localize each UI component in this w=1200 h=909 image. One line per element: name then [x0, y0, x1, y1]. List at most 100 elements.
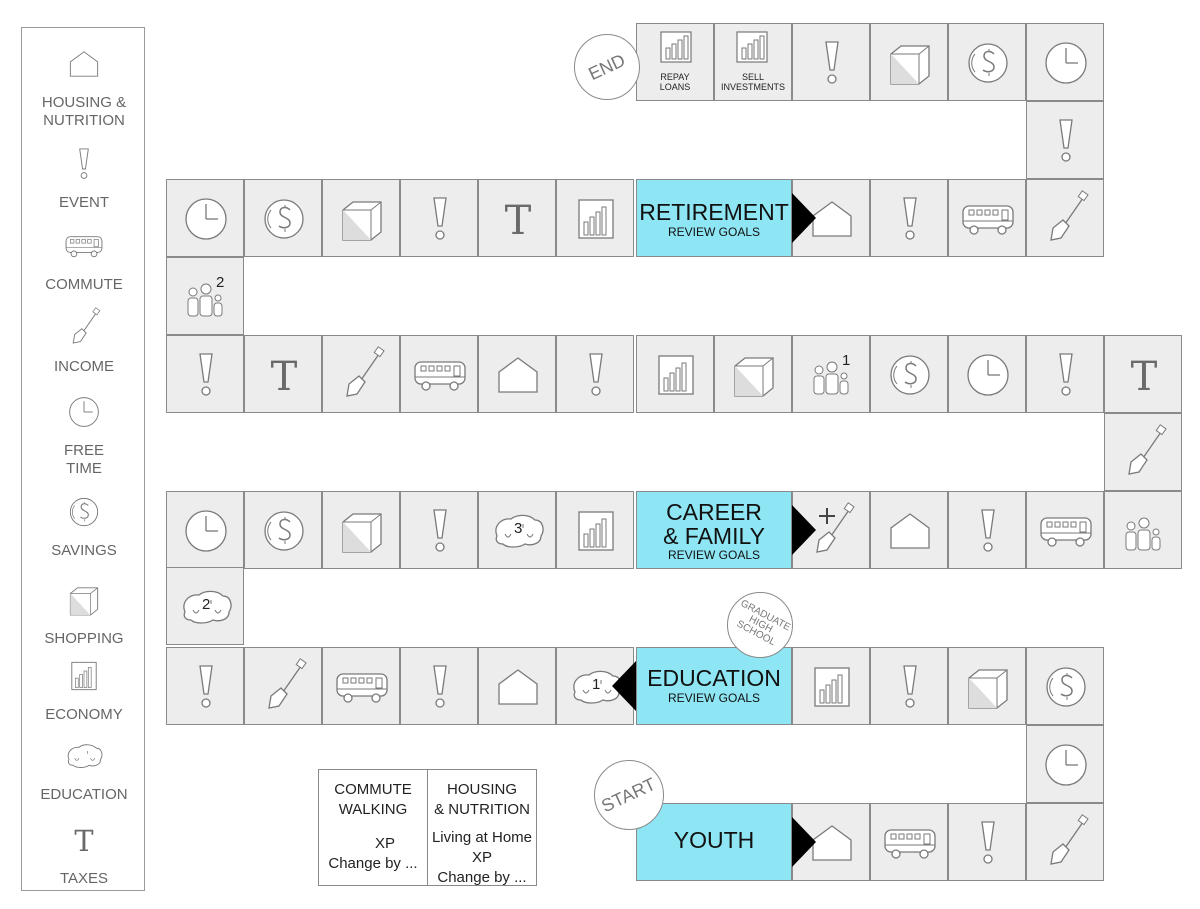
board-space[interactable] [948, 23, 1026, 101]
box-icon [890, 45, 930, 85]
board-space[interactable]: 3 [478, 491, 556, 569]
board-space[interactable] [400, 647, 478, 725]
board-space[interactable] [1026, 23, 1104, 101]
board-space[interactable] [244, 647, 322, 725]
board-space[interactable] [166, 647, 244, 725]
space-number: 2 [202, 596, 211, 613]
legend-item: FREE TIME [22, 384, 146, 478]
exclamation-icon [1059, 353, 1073, 396]
board-space[interactable] [322, 491, 400, 569]
shovel-icon [268, 658, 307, 709]
board-space[interactable] [244, 179, 322, 257]
board-space[interactable] [792, 23, 870, 101]
board-space[interactable]: 1 [792, 335, 870, 413]
svg-text:T: T [1131, 354, 1158, 400]
board-space[interactable] [870, 647, 948, 725]
board-space[interactable] [792, 647, 870, 725]
board-space[interactable] [166, 179, 244, 257]
legend-item: COMMUTE [22, 218, 146, 294]
board-space[interactable] [948, 491, 1026, 569]
board-space[interactable] [948, 335, 1026, 413]
board-space[interactable] [166, 491, 244, 569]
board-space[interactable] [870, 335, 948, 413]
box-icon [342, 201, 382, 241]
board-space[interactable] [322, 179, 400, 257]
board-space[interactable] [1026, 335, 1104, 413]
card-line: HOUSING [446, 781, 517, 798]
stage-title: YOUTH [673, 827, 755, 853]
shovel-icon [72, 307, 101, 344]
board-space[interactable] [870, 179, 948, 257]
board-space[interactable] [1026, 803, 1104, 881]
board-space[interactable]: T [244, 335, 322, 413]
stage-retirement[interactable]: RETIREMENT REVIEW GOALS [636, 179, 792, 257]
legend-item: INCOME [22, 300, 146, 376]
board-space[interactable] [478, 335, 556, 413]
housing-card[interactable]: HOUSING & NUTRITION Living at Home XP Ch… [427, 769, 537, 886]
board-space[interactable] [948, 179, 1026, 257]
board-space[interactable] [400, 491, 478, 569]
repay-loans-tile[interactable]: REPAY LOANS [636, 23, 714, 101]
bar-chart-icon [71, 661, 97, 691]
board-space[interactable] [870, 23, 948, 101]
board-space[interactable] [322, 647, 400, 725]
board-space[interactable] [322, 335, 400, 413]
board-space[interactable] [556, 179, 634, 257]
board-space[interactable]: T [1104, 335, 1182, 413]
board-space[interactable] [714, 335, 792, 413]
stage-education[interactable]: EDUCATION REVIEW GOALS [636, 647, 792, 725]
tax-icon: T [271, 354, 298, 400]
board-space[interactable] [948, 647, 1026, 725]
board-space[interactable] [1026, 647, 1104, 725]
board-space[interactable] [1026, 725, 1104, 803]
shovel-icon [346, 346, 385, 397]
tax-icon: T [1131, 354, 1158, 400]
clock-icon [1045, 744, 1087, 786]
board-space[interactable] [948, 803, 1026, 881]
board-space[interactable] [636, 335, 714, 413]
board-space[interactable] [244, 491, 322, 569]
board-space[interactable] [1104, 413, 1182, 491]
board-space[interactable] [556, 491, 634, 569]
graduate-label: GRADUATE HIGH SCHOOL [734, 598, 792, 649]
commute-card[interactable]: COMMUTE WALKING XP Change by ... [318, 769, 428, 886]
board-space[interactable] [1026, 179, 1104, 257]
bar-chart-icon [578, 199, 614, 239]
sell-investments-tile[interactable]: SELL INVESTMENTS [714, 23, 792, 101]
board-space[interactable]: 2 [166, 567, 244, 645]
board-space[interactable]: T [478, 179, 556, 257]
space-number: 3 [514, 520, 523, 537]
board-space[interactable]: 1 [556, 647, 634, 725]
board-space[interactable] [556, 335, 634, 413]
exclamation-icon [433, 197, 447, 240]
board-space[interactable] [870, 803, 948, 881]
board-space[interactable] [478, 647, 556, 725]
bus-icon [884, 829, 936, 859]
card-line: & NUTRITION [434, 801, 530, 818]
box-icon [968, 669, 1008, 709]
exclamation-icon [825, 41, 839, 84]
svg-text:T: T [271, 354, 298, 400]
board-space[interactable] [1026, 101, 1104, 179]
stage-youth[interactable]: YOUTH [636, 803, 792, 881]
card-line: XP [374, 835, 395, 852]
exclamation-icon [433, 665, 447, 708]
shovel-icon [1050, 814, 1089, 865]
board-space[interactable] [400, 335, 478, 413]
clock-icon [967, 354, 1009, 396]
board-space[interactable] [1104, 491, 1182, 569]
board-space[interactable] [1026, 491, 1104, 569]
stage-title: EDUCATION [647, 665, 781, 691]
direction-arrow-right [792, 193, 816, 243]
repay-loans-label: REPAY LOANS [659, 72, 691, 92]
box-icon [734, 357, 774, 397]
stage-career-family[interactable]: CAREER & FAMILY REVIEW GOALS [636, 491, 792, 569]
legend-item: EDUCATION [22, 728, 146, 804]
board-space[interactable] [870, 491, 948, 569]
exclamation-icon [433, 509, 447, 552]
board-space[interactable]: 2 [166, 257, 244, 335]
people-icon [187, 283, 223, 317]
board-space[interactable] [166, 335, 244, 413]
board-space[interactable] [400, 179, 478, 257]
legend-label: COMMUTE [45, 276, 123, 293]
